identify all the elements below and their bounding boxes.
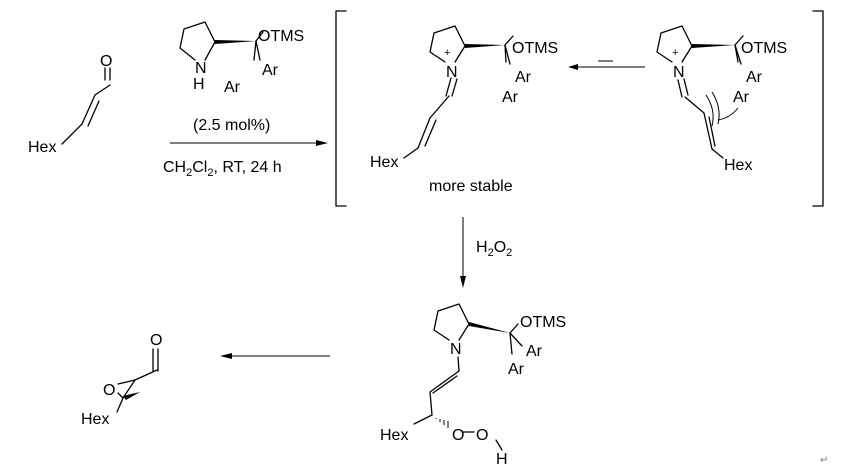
peroxide-o-label-2: O	[476, 427, 488, 444]
catalyst-ar-label-1: Ar	[262, 62, 279, 79]
reactant-carbonyl-o: O	[100, 53, 112, 70]
more-stable-caption: more stable	[429, 178, 513, 195]
iminium-minor: + N OTMS Ar Ar Hex	[656, 25, 787, 174]
iminium-minor-ar-label-2: Ar	[733, 89, 750, 106]
catalyst-loading-text: (2.5 mol%)	[193, 117, 270, 134]
iminium-major-charge: +	[444, 47, 450, 59]
intermediate-brackets	[335, 10, 824, 207]
catalyst-ar-label-2: Ar	[224, 79, 241, 96]
reaction-arrow-cyclization	[220, 353, 330, 359]
equilibrium-arrow	[568, 60, 645, 70]
enamine-hex-label: Hex	[380, 427, 408, 444]
iminium-minor-otms-label: OTMS	[741, 40, 787, 57]
catalyst-structure: N H OTMS Ar Ar	[179, 21, 304, 96]
iminium-major-ar-label-1: Ar	[515, 69, 532, 86]
iminium-minor-n-label: N	[673, 64, 685, 81]
product-epoxyaldehyde: O O Hex	[81, 332, 162, 428]
iminium-major-hex-label: Hex	[370, 154, 398, 171]
reactant-enal: O Hex	[28, 53, 112, 156]
enamine-otms-label: OTMS	[520, 314, 566, 331]
enamine-n-label: N	[450, 341, 462, 358]
corner-return-mark: ↵	[820, 455, 828, 466]
enamine-ar-label-2: Ar	[508, 361, 525, 378]
reaction-arrow-oxidation: H2O2	[460, 217, 512, 288]
iminium-major: + N OTMS Ar Ar Hex more stable	[370, 25, 558, 195]
catalyst-otms-label: OTMS	[258, 28, 304, 45]
enamine-peroxide: N OTMS Ar Ar Hex O O H	[380, 303, 566, 468]
reactant-hex-label: Hex	[28, 139, 56, 156]
iminium-minor-ar-label-1: Ar	[746, 69, 763, 86]
product-epoxide-o: O	[103, 382, 115, 399]
iminium-major-otms-label: OTMS	[512, 40, 558, 57]
product-hex-label: Hex	[81, 411, 109, 428]
iminium-minor-charge: +	[672, 47, 678, 59]
peroxide-h-label: H	[496, 451, 508, 468]
iminium-minor-hex-label: Hex	[724, 157, 752, 174]
catalyst-n-label: N	[195, 60, 207, 77]
peroxide-o-label-1: O	[452, 427, 464, 444]
reaction-conditions-text: CH2Cl2, RT, 24 h	[163, 159, 282, 179]
iminium-major-ar-label-2: Ar	[502, 89, 519, 106]
product-carbonyl-o: O	[150, 332, 162, 349]
oxidant-label: H2O2	[476, 239, 512, 259]
reaction-arrow-catalysis: (2.5 mol%) CH2Cl2, RT, 24 h	[163, 117, 328, 179]
iminium-major-n-label: N	[446, 64, 458, 81]
catalyst-h-label: H	[193, 76, 205, 93]
enamine-ar-label-1: Ar	[526, 343, 543, 360]
